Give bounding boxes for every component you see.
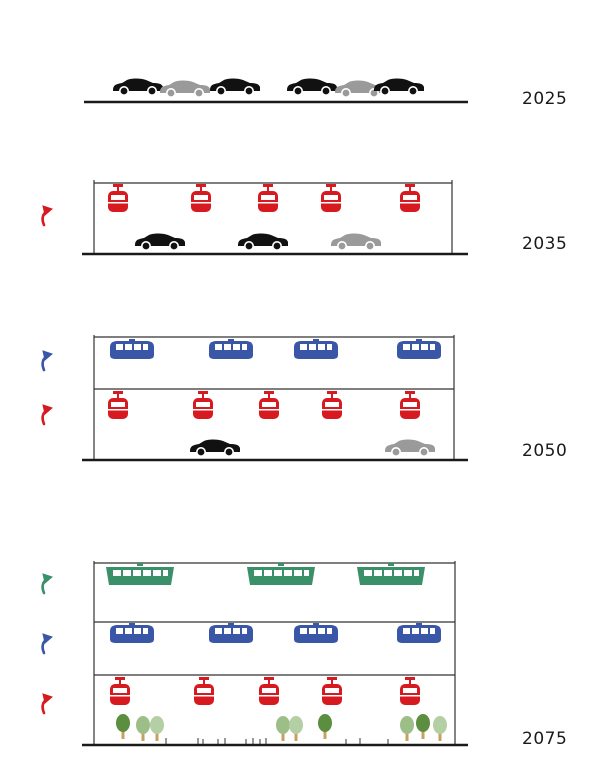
car-icon — [237, 232, 289, 251]
train-icon — [357, 563, 425, 585]
tram-icon — [209, 623, 253, 643]
tram-icon — [209, 339, 253, 359]
gondola-icon — [259, 677, 279, 705]
car-icon — [384, 438, 436, 458]
section-2025 — [84, 77, 468, 104]
car-icon — [189, 438, 241, 458]
year-label-2050: 2050 — [522, 441, 568, 461]
curved-arrow-icon — [41, 633, 53, 655]
curved-arrow-icon — [41, 205, 53, 227]
gondola-icon — [108, 391, 128, 419]
car-icon — [134, 232, 186, 251]
section-2050 — [41, 335, 468, 462]
gondola-icon — [400, 677, 420, 705]
tree-icon — [400, 716, 414, 741]
tree-icon — [116, 714, 130, 739]
year-label-2025: 2025 — [522, 89, 568, 109]
tree-icon — [150, 716, 164, 741]
train-icon — [247, 563, 315, 585]
gondola-icon — [191, 184, 211, 212]
gondola-icon — [193, 391, 213, 419]
tram-icon — [294, 339, 338, 359]
tree-icon — [136, 716, 150, 741]
car-icon — [209, 77, 261, 96]
car-icon — [373, 77, 425, 96]
curved-arrow-icon — [41, 404, 53, 426]
tree-icon — [289, 716, 303, 741]
tram-icon — [110, 339, 154, 359]
train-icon — [106, 563, 174, 585]
tree-icon — [416, 714, 430, 739]
gondola-icon — [321, 184, 341, 212]
tram-icon — [294, 623, 338, 643]
tree-icon — [276, 716, 290, 741]
section-2075 — [41, 561, 468, 747]
gondola-icon — [259, 391, 279, 419]
section-2035 — [41, 180, 468, 256]
gondola-icon — [400, 184, 420, 212]
tram-icon — [110, 623, 154, 643]
car-icon — [286, 77, 338, 96]
tree-icon — [433, 716, 447, 741]
tram-icon — [397, 339, 441, 359]
car-icon — [159, 79, 211, 98]
tram-icon — [397, 623, 441, 643]
car-icon — [330, 232, 382, 251]
year-label-2035: 2035 — [522, 234, 568, 254]
gondola-icon — [108, 184, 128, 212]
curved-arrow-icon — [41, 693, 53, 715]
gondola-icon — [258, 184, 278, 212]
gondola-icon — [110, 677, 130, 705]
year-label-2075: 2075 — [522, 729, 568, 749]
car-icon — [112, 77, 164, 96]
gondola-icon — [322, 677, 342, 705]
gondola-icon — [322, 391, 342, 419]
gondola-icon — [400, 391, 420, 419]
curved-arrow-icon — [41, 350, 53, 372]
curved-arrow-icon — [41, 573, 53, 595]
tree-icon — [318, 714, 332, 739]
gondola-icon — [194, 677, 214, 705]
